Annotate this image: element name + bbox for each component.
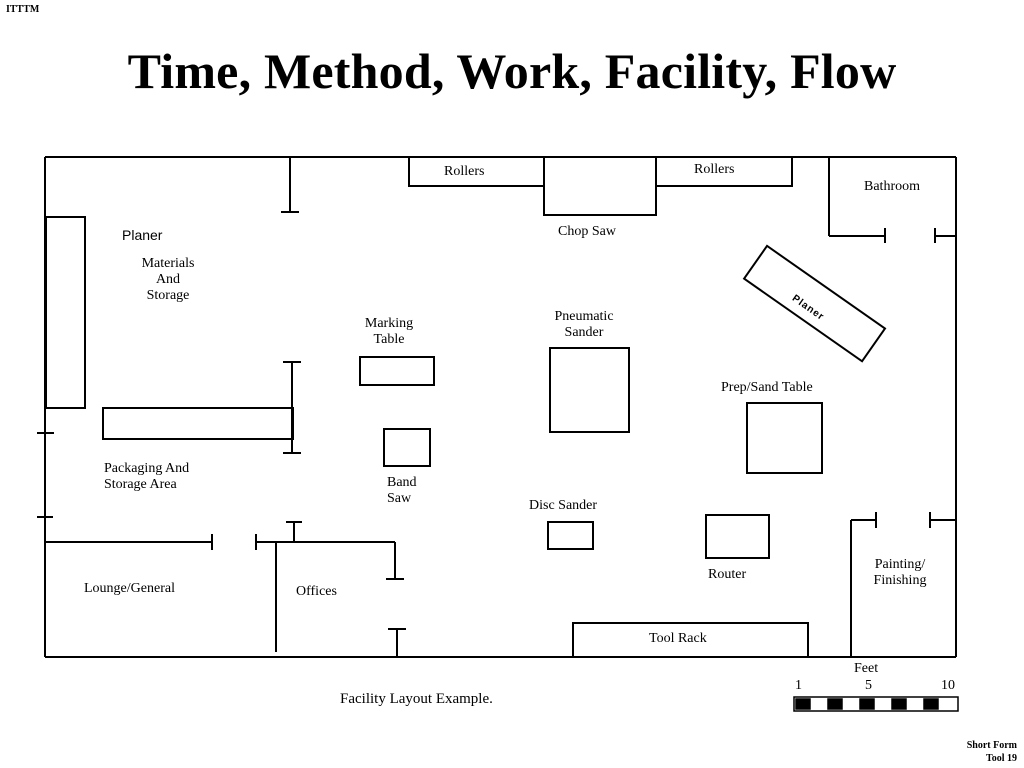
scale-tick-1: 1 xyxy=(795,678,802,693)
pneumatic-sander-box xyxy=(549,347,630,433)
scale-tick-10: 10 xyxy=(941,678,955,693)
scale-title: Feet xyxy=(854,661,879,676)
prep-sand-table-label: Prep/Sand Table xyxy=(721,380,813,395)
disc-sander-label: Disc Sander xyxy=(529,498,598,513)
tool-rack-box xyxy=(572,622,809,658)
scale-bar xyxy=(793,696,959,712)
chop-saw-label: Chop Saw xyxy=(558,224,616,239)
lounge-label: Lounge/General xyxy=(84,581,175,596)
disc-sander-box xyxy=(547,521,594,550)
tool-rack-label: Tool Rack xyxy=(649,631,707,646)
marking-table-box xyxy=(359,356,435,386)
packaging-table xyxy=(102,407,294,440)
figure-caption: Facility Layout Example. xyxy=(340,691,493,707)
rollers-left-label: Rollers xyxy=(444,164,485,179)
page-title: Time, Method, Work, Facility, Flow xyxy=(127,43,897,99)
corner-tag: ITTTM xyxy=(6,4,40,15)
materials-rack xyxy=(45,216,86,409)
prep-sand-table-box xyxy=(746,402,823,474)
scale-tick-5: 5 xyxy=(865,678,872,693)
planer-label: Planer xyxy=(122,227,163,243)
rollers-right-label: Rollers xyxy=(694,162,735,177)
router-box xyxy=(705,514,770,559)
band-saw-box xyxy=(383,428,431,467)
rollers-right-box xyxy=(655,156,793,187)
painting-finishing-label: Painting/Finishing xyxy=(873,557,927,588)
chop-saw-box xyxy=(543,156,657,216)
router-label: Router xyxy=(708,567,747,582)
slanted-planer-box xyxy=(742,244,887,363)
bathroom-label: Bathroom xyxy=(864,179,920,194)
offices-label: Offices xyxy=(296,584,337,599)
